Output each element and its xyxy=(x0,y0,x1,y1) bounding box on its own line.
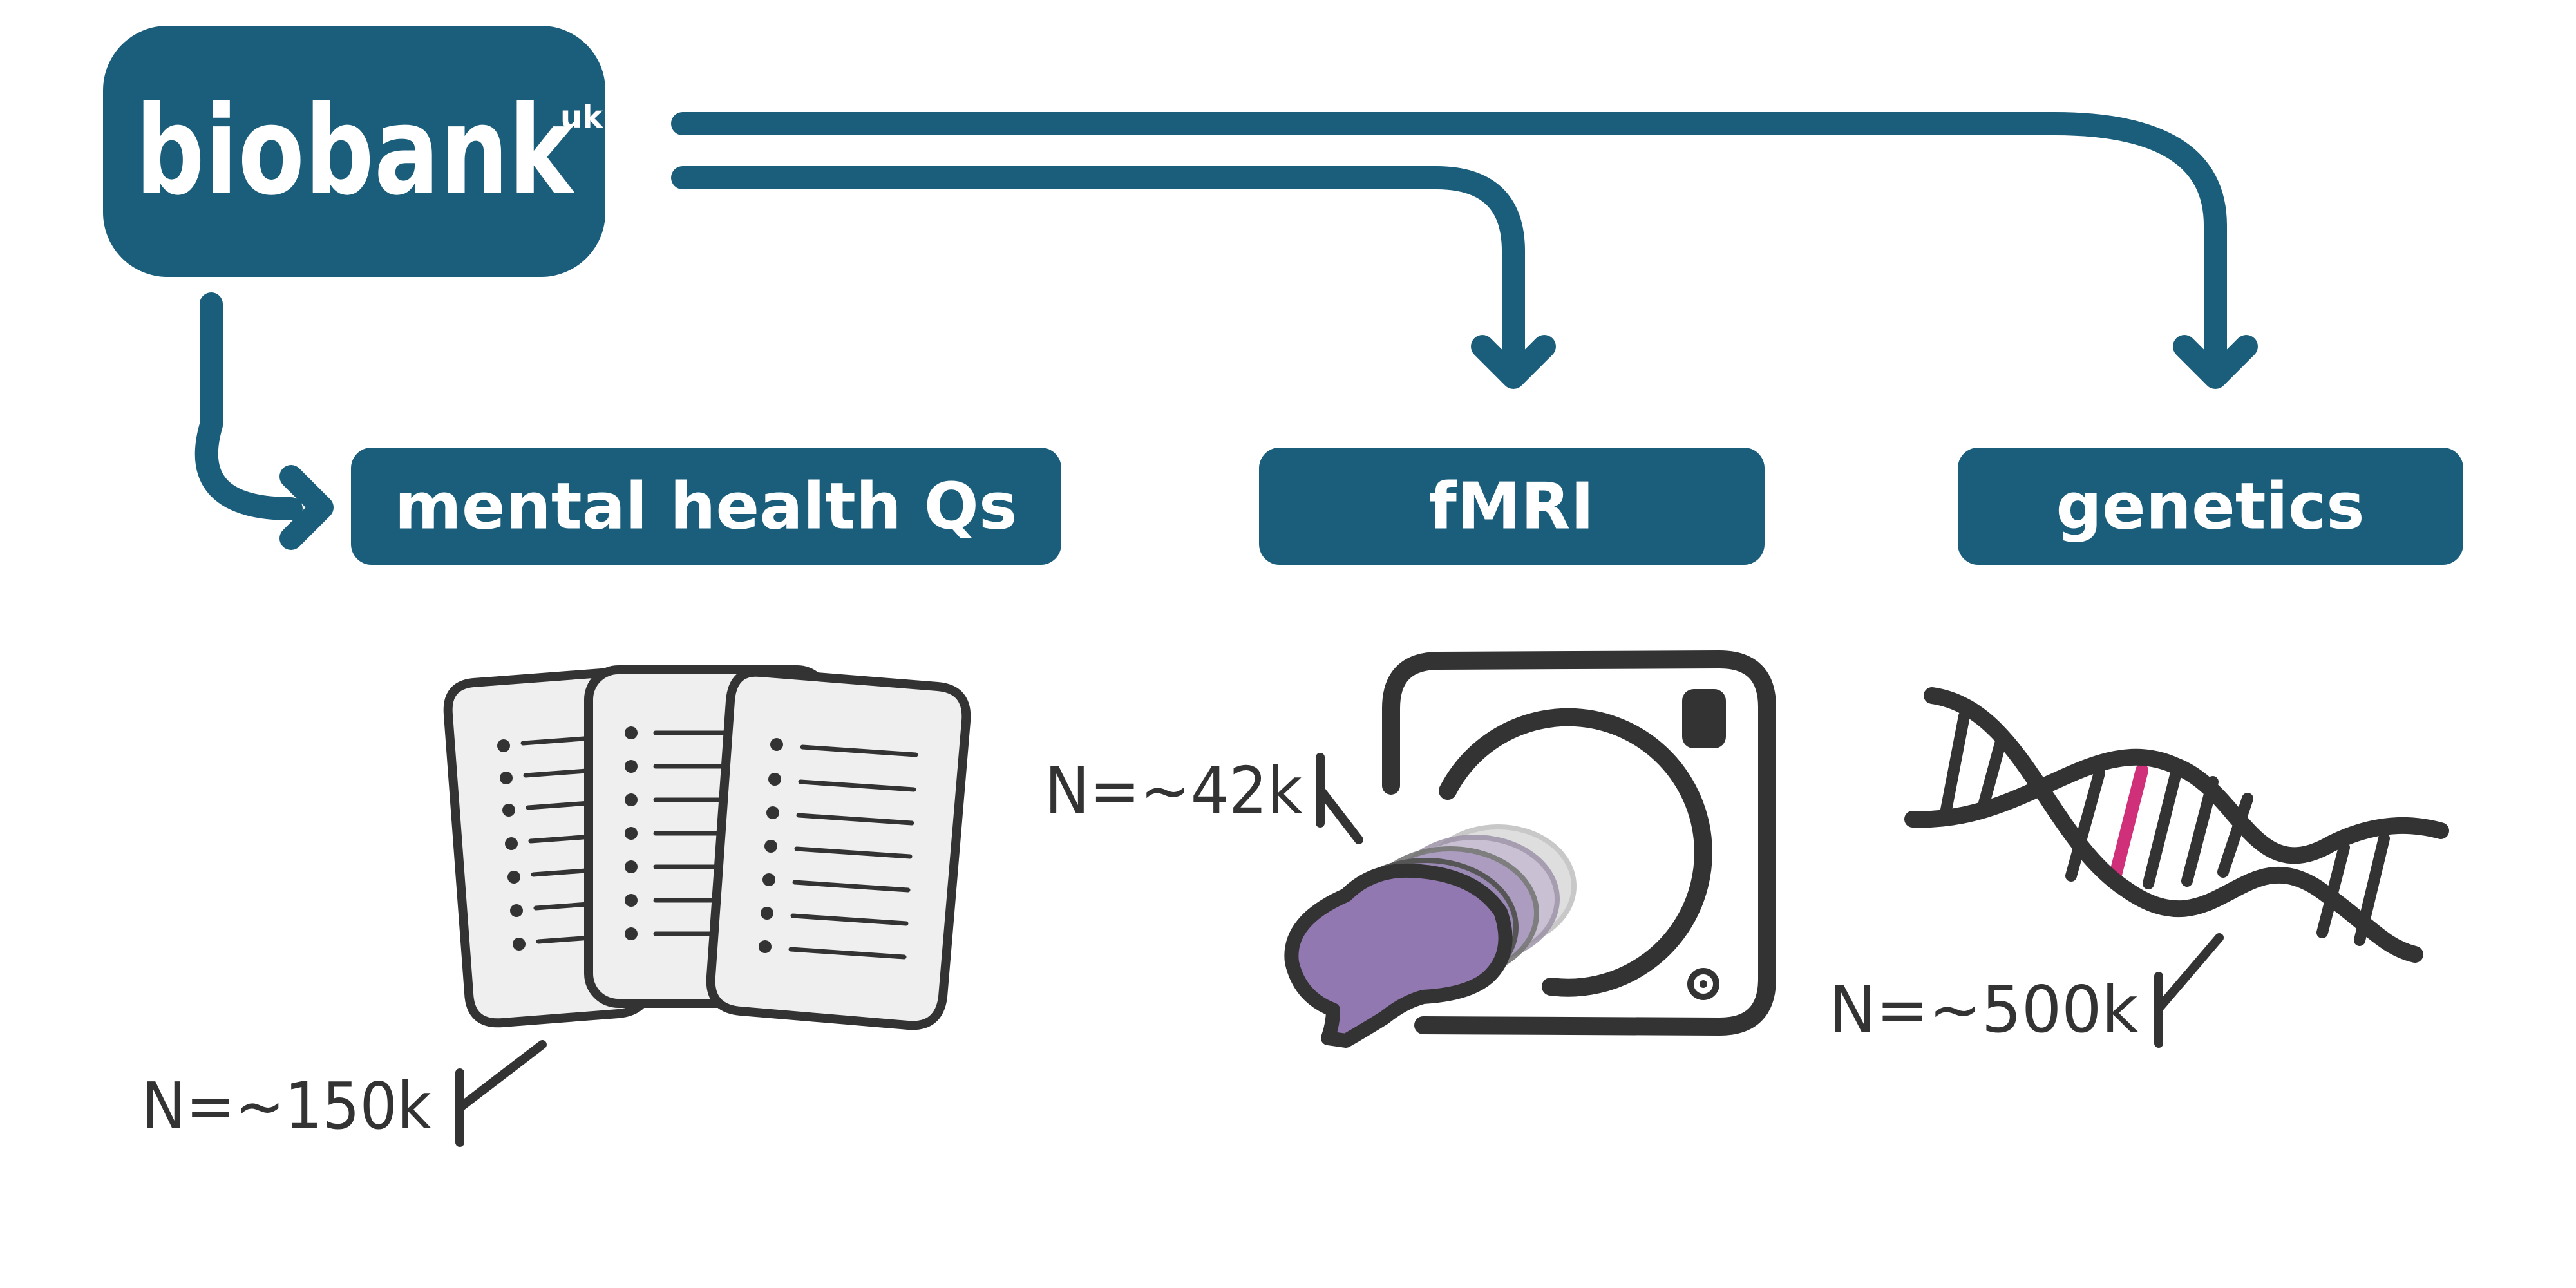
arrow-to-genetics xyxy=(671,112,2227,365)
dna-strands xyxy=(1904,687,2449,963)
category-fmri: fMRI xyxy=(1259,448,1765,565)
category-label: fMRI xyxy=(1428,469,1594,544)
logo-superscript: uk xyxy=(560,99,603,135)
category-label: mental health Qs xyxy=(395,469,1018,544)
arrow-to-mental-health xyxy=(194,292,303,520)
sample-size-label: N=~150k xyxy=(142,1068,431,1144)
sample-size-genetics: N=~500k xyxy=(1829,933,2224,1048)
mri-scanner-icon xyxy=(1382,650,1776,1036)
dna-helix-icon xyxy=(1904,687,2449,963)
questionnaire-pages-icon xyxy=(443,665,971,1030)
arrow-to-fmri-head xyxy=(1471,335,1556,389)
arrow-to-fmri xyxy=(671,166,1525,365)
arrow-to-mental-health-head xyxy=(279,465,334,550)
sample-size-mental-health: N=~150k xyxy=(142,1040,547,1147)
category-box xyxy=(1259,448,1765,565)
scanner-indicator xyxy=(1687,968,1719,1000)
questionnaire-page xyxy=(706,667,971,1030)
logo-background xyxy=(103,26,605,277)
category-label: genetics xyxy=(2056,469,2364,544)
speech-bubble-icon xyxy=(1284,863,1513,1048)
scanner-bore xyxy=(1439,708,1712,997)
logo-wordmark: biobank xyxy=(135,80,575,222)
scanner-housing xyxy=(1382,650,1776,1036)
dna-base-pairs xyxy=(1939,710,2390,946)
sample-size-label: N=~42k xyxy=(1045,753,1302,828)
category-box xyxy=(351,448,1061,565)
sample-size-label: N=~500k xyxy=(1829,972,2138,1047)
sample-size-fmri: N=~42k xyxy=(1045,753,1363,844)
dna-highlight-pair xyxy=(2107,764,2148,889)
scanner-indicator-dot xyxy=(1700,980,1707,988)
connector-arrows xyxy=(194,112,2258,550)
biobank-logo: biobank uk xyxy=(103,26,605,277)
scanner-control-panel xyxy=(1682,689,1726,748)
category-genetics: genetics xyxy=(1958,448,2463,565)
category-mental-health: mental health Qs xyxy=(351,448,1061,565)
category-box xyxy=(1958,448,2463,565)
arrow-to-genetics-head xyxy=(2173,335,2258,389)
